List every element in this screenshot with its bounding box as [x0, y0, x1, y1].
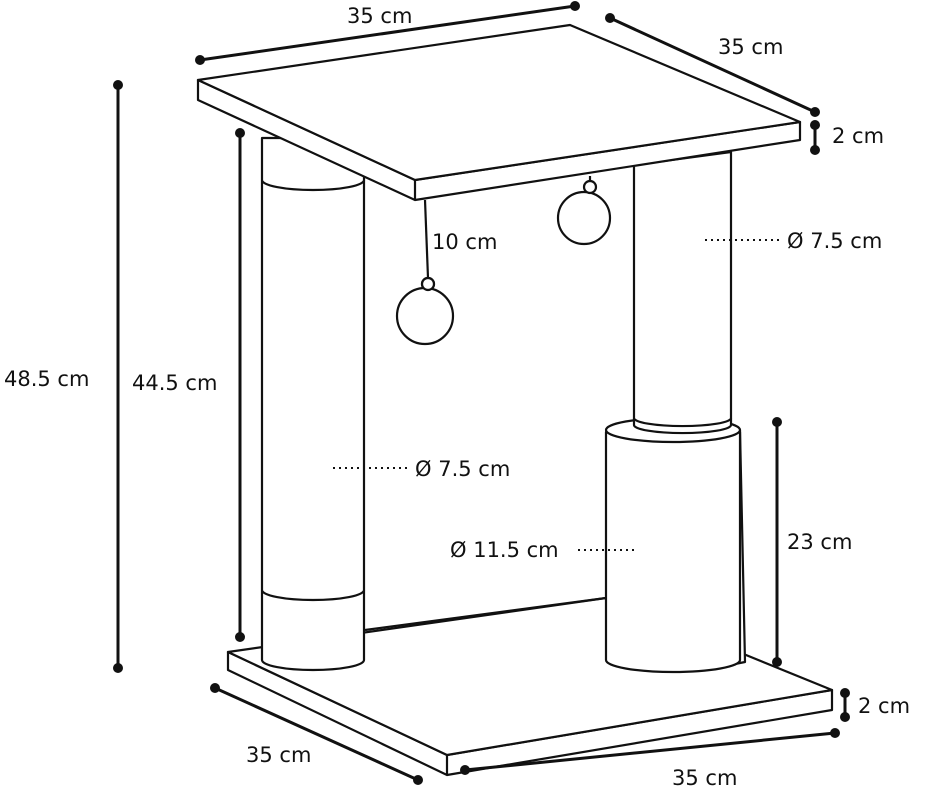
base-thickness-label: 2 cm	[858, 694, 911, 718]
top-width-label: 35 cm	[347, 4, 413, 28]
drum	[604, 416, 747, 674]
base-width-label: 35 cm	[672, 766, 738, 790]
top-thickness-label: 2 cm	[832, 124, 885, 148]
hanging-ball-toy-left	[395, 199, 455, 346]
left-post	[260, 136, 366, 672]
upper-post-diameter-label: Ø 7.5 cm	[787, 229, 883, 253]
total-height-label: 48.5 cm	[4, 367, 90, 391]
drum-diameter-label: Ø 11.5 cm	[450, 538, 559, 562]
hanging-ball-toy-right	[556, 176, 612, 246]
toy-string-label: 10 cm	[432, 230, 498, 254]
post-height-label: 44.5 cm	[132, 371, 218, 395]
left-post-diameter-label: Ø 7.5 cm	[415, 457, 511, 481]
base-depth-label: 35 cm	[246, 743, 312, 767]
drum-height-label: 23 cm	[787, 530, 853, 554]
back-line	[364, 596, 607, 632]
top-depth-label: 35 cm	[718, 35, 784, 59]
dimension-lines	[113, 1, 850, 785]
top-board	[196, 23, 802, 202]
right-post	[632, 150, 733, 435]
